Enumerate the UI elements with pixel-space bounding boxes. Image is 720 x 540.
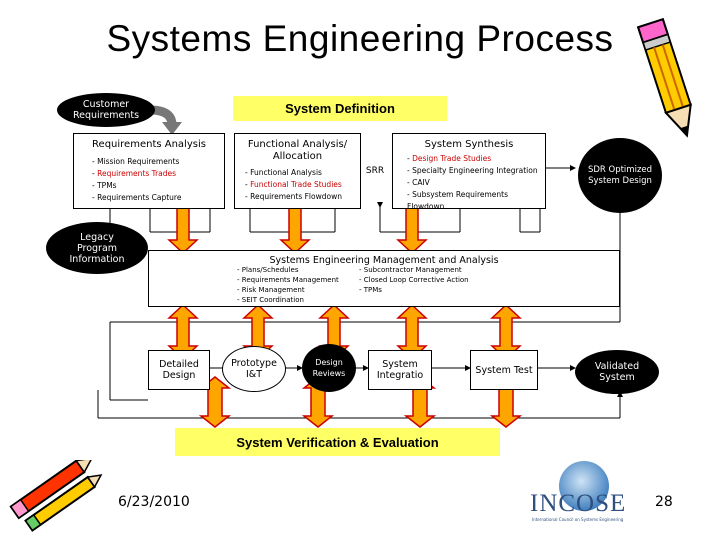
management-left-list: Plans/Schedules Requirements Management … [237,265,339,305]
list-item: Specialty Engineering Integration [407,165,545,177]
management-heading: Systems Engineering Management and Analy… [269,255,499,266]
list-item: Closed Loop Corrective Action [359,275,469,285]
functional-analysis-box: Functional Analysis/ Allocation Function… [234,133,361,209]
incose-logo: INCOSE International Council on Systems … [528,460,643,530]
management-right-list: Subcontractor Management Closed Loop Cor… [359,265,469,295]
list-item: SEIT Coordination [237,295,339,305]
functional-analysis-list: Functional Analysis Functional Trade Stu… [245,167,360,203]
verification-bar: System Verification & Evaluation [175,428,500,456]
requirements-analysis-list: Mission Requirements Requirements Trades… [92,156,224,204]
incose-wordmark: INCOSE [530,490,627,517]
system-test-box: System Test [470,350,538,390]
list-item: Requirements Trades [92,168,224,180]
requirements-analysis-box: Requirements Analysis Mission Requiremen… [73,133,225,209]
globe-icon [559,461,609,511]
prototype-it: Prototype I&T [222,346,286,392]
requirements-analysis-heading: Requirements Analysis [92,139,206,150]
list-item: Plans/Schedules [237,265,339,275]
system-synthesis-list: Design Trade Studies Specialty Engineeri… [407,153,545,213]
srr-label: SRR [365,166,385,176]
page-number: 28 [655,494,673,510]
detailed-design-box: Detailed Design [148,350,210,390]
design-reviews: Design Reviews [302,344,356,392]
list-item: CAIV [407,177,545,189]
customer-requirements: Customer Requirements [57,93,155,127]
list-item: Functional Analysis [245,167,360,179]
functional-analysis-heading: Functional Analysis/ Allocation [247,139,348,162]
sdr-optimized-design: SDR Optimized System Design [578,138,662,213]
date-label: 6/23/2010 [118,494,190,510]
list-item: Requirements Management [237,275,339,285]
legacy-program-information: Legacy Program Information [46,222,148,274]
system-synthesis-box: System Synthesis Design Trade Studies Sp… [392,133,546,211]
management-box: Systems Engineering Management and Analy… [148,250,620,307]
list-item: Subsystem Requirements Flowdown [407,189,545,213]
system-integration-box: System Integratio [368,350,432,390]
list-item: TPMs [92,180,224,192]
pencil-icon [636,17,692,138]
pencils-icon [9,460,103,532]
validated-system: Validated System [575,350,659,394]
list-item: Mission Requirements [92,156,224,168]
system-definition-bar: System Definition [233,96,447,121]
list-item: TPMs [359,285,469,295]
list-item: Risk Management [237,285,339,295]
list-item: Design Trade Studies [407,153,545,165]
list-item: Requirements Flowdown [245,191,360,203]
page-title: Systems Engineering Process [106,18,614,59]
list-item: Functional Trade Studies [245,179,360,191]
list-item: Requirements Capture [92,192,224,204]
incose-tagline: International Council on Systems Enginee… [532,517,624,522]
list-item: Subcontractor Management [359,265,469,275]
system-synthesis-heading: System Synthesis [424,139,514,150]
